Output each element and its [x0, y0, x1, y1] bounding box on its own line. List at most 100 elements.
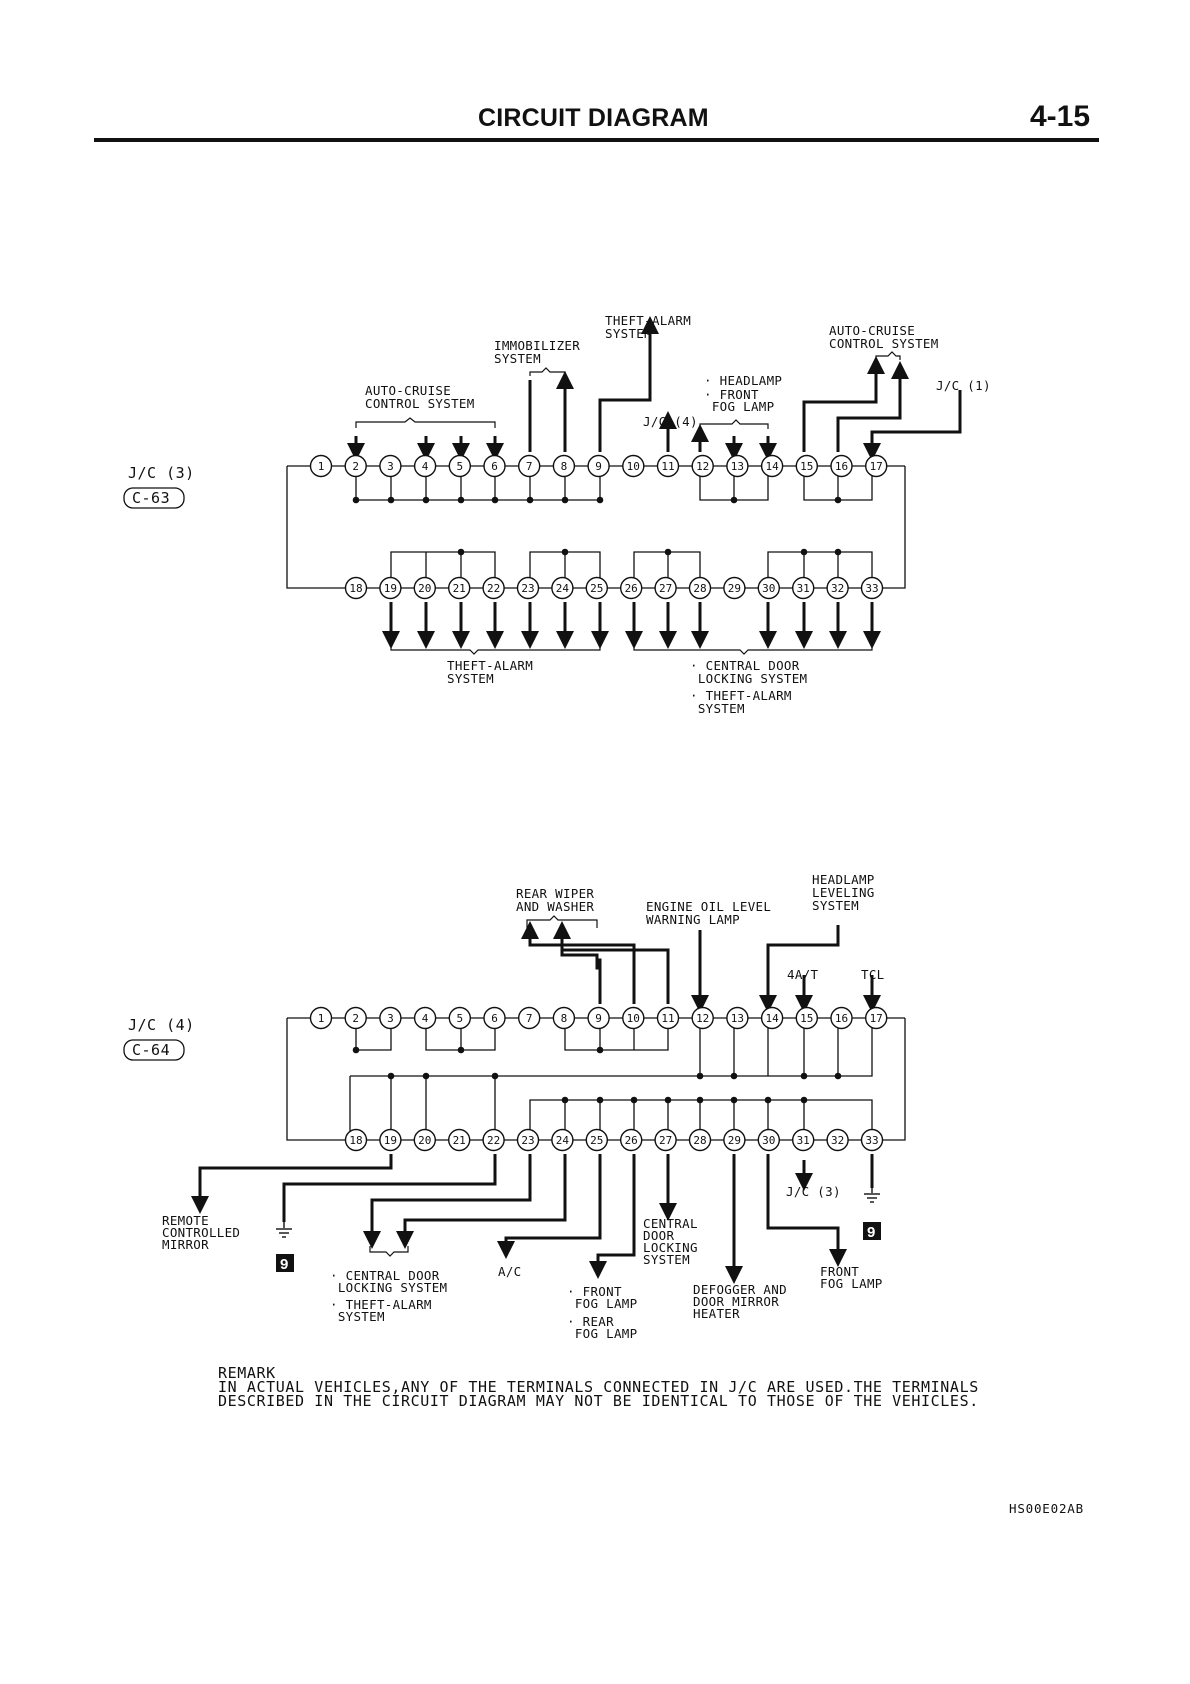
jc3-top-pin-1	[309, 454, 333, 478]
jc4-top-pin-8	[552, 1006, 576, 1030]
jc4-bottom-pin-label-21: 21	[453, 1134, 466, 1147]
jc4-top-pin-1	[309, 1006, 333, 1030]
jc3-top-pin-14	[760, 454, 784, 478]
jc3-top-pin-5	[448, 454, 471, 478]
jc4-bottom-pin-label-25: 25	[590, 1134, 603, 1147]
jc3-bottom-pin-label-18: 18	[349, 582, 362, 595]
jc3-bottom-pin-26	[620, 576, 643, 600]
jc4-top-pin-label-5: 5	[456, 1012, 463, 1025]
jc3-bottom-pin-label-33: 33	[865, 582, 878, 595]
jc4-top-pin-label-15: 15	[800, 1012, 813, 1025]
jc4-top-pin-label-10: 10	[627, 1012, 640, 1025]
junction-connector-jc3: J/C (3) C-63	[123, 313, 990, 716]
jc4-code: C-64	[132, 1041, 170, 1059]
jc4-bottom-pin-26	[620, 1128, 643, 1152]
jc3-top-pin-label-6: 6	[491, 460, 498, 473]
jc4-top-pin-3	[379, 1006, 402, 1030]
jc3-top-pin-8	[552, 454, 576, 478]
jc4-top-pin-label-8: 8	[561, 1012, 568, 1025]
jc4-tcl-label: TCL	[861, 967, 884, 982]
jc3-top-pin-label-8: 8	[561, 460, 568, 473]
jc3-headlamp-fog-label: · HEADLAMP· FRONT FOG LAMP	[704, 373, 782, 414]
jc4-top-pin-label-11: 11	[661, 1012, 674, 1025]
jc4-bottom-pin-19	[379, 1128, 402, 1152]
jc4-top-pin-12	[691, 1006, 714, 1030]
jc4-bottom-pin-29	[723, 1128, 746, 1152]
jc3-top-pin-4	[413, 454, 437, 478]
jc4-bottom-pin-label-28: 28	[693, 1134, 706, 1147]
jc3-code: C-63	[132, 489, 170, 507]
jc4-bottom-pin-label-20: 20	[418, 1134, 431, 1147]
jc4-top-pin-5	[448, 1006, 471, 1030]
jc3-top-pin-10	[622, 454, 645, 478]
jc4-bottom-pin-24	[551, 1128, 574, 1152]
jc4-top-pin-label-13: 13	[731, 1012, 744, 1025]
jc3-top-pin-label-9: 9	[595, 460, 602, 473]
jc4-top-pin-label-12: 12	[696, 1012, 709, 1025]
header-rule	[94, 138, 1099, 142]
jc4-top-pin-7	[518, 1006, 541, 1030]
jc3-bottom-pin-label-20: 20	[418, 582, 431, 595]
jc4-code-badge	[123, 1039, 185, 1061]
jc4-bottom-pin-label-22: 22	[487, 1134, 500, 1147]
jc3-top-pin-label-7: 7	[526, 460, 533, 473]
jc3-bottom-pin-label-30: 30	[762, 582, 775, 595]
jc3-bottom-pin-label-29: 29	[728, 582, 741, 595]
jc4-top-pin-label-14: 14	[765, 1012, 779, 1025]
jc4-top-pin-9	[587, 1006, 610, 1030]
jc3-top-pin-label-12: 12	[696, 460, 709, 473]
remark-heading: REMARK	[218, 1364, 276, 1382]
jc4-top-pin-13	[726, 1006, 749, 1030]
document-code: HS00E02AB	[1009, 1501, 1084, 1516]
jc4-bottom-pin-label-26: 26	[625, 1134, 638, 1147]
jc4-bottom-pin-28	[688, 1128, 712, 1152]
jc4-bottom-pin-label-31: 31	[797, 1134, 810, 1147]
page-number: 4-15	[1030, 100, 1091, 133]
jc3-top-pin-9	[587, 454, 610, 478]
jc3-bottom-pin-30	[757, 576, 780, 600]
jc4-bottom-pin-30	[757, 1128, 780, 1152]
jc4-bottom-pin-label-24: 24	[556, 1134, 570, 1147]
jc3-top-pin-label-3: 3	[387, 460, 394, 473]
jc3-top-pin-2	[344, 454, 367, 478]
jc4-top-pin-4	[413, 1006, 437, 1030]
jc4-bottom-pin-label-19: 19	[384, 1134, 397, 1147]
jc4-top-pin-14	[760, 1006, 784, 1030]
jc3-bottom-pin-label-21: 21	[453, 582, 466, 595]
page-title: CIRCUIT DIAGRAM	[478, 104, 709, 132]
jc3-bottom-pin-label-26: 26	[625, 582, 638, 595]
jc3-bottom-pin-24	[551, 576, 574, 600]
jc3-bottom-pin-28	[688, 576, 712, 600]
jc3-top-pin-label-5: 5	[456, 460, 463, 473]
jc4-top-pin-label-1: 1	[318, 1012, 325, 1025]
jc3-top-pin-label-4: 4	[422, 460, 429, 473]
jc3-top-pin-label-10: 10	[627, 460, 640, 473]
ground-badge-left-text: 9	[280, 1256, 288, 1273]
jc4-4at-label: 4A/T	[787, 967, 818, 982]
jc3-top-pin-label-11: 11	[661, 460, 674, 473]
jc3-central-theft-label: · CENTRAL DOOR LOCKING SYSTEM· THEFT-ALA…	[690, 658, 807, 716]
jc3-top-pin-13	[726, 454, 749, 478]
jc4-bottom-pin-31	[792, 1128, 815, 1152]
jc4-bottom-pin-label-33: 33	[865, 1134, 878, 1147]
jc3-bottom-pin-label-22: 22	[487, 582, 500, 595]
jc3-bottom-pin-29	[723, 576, 746, 600]
jc4-top-pin-11	[656, 1006, 680, 1030]
jc4-bottom-pin-27	[654, 1128, 677, 1152]
jc4-bottom-pin-25	[585, 1128, 608, 1152]
jc4-top-pin-label-7: 7	[526, 1012, 533, 1025]
jc4-bottom-pin-label-27: 27	[659, 1134, 672, 1147]
